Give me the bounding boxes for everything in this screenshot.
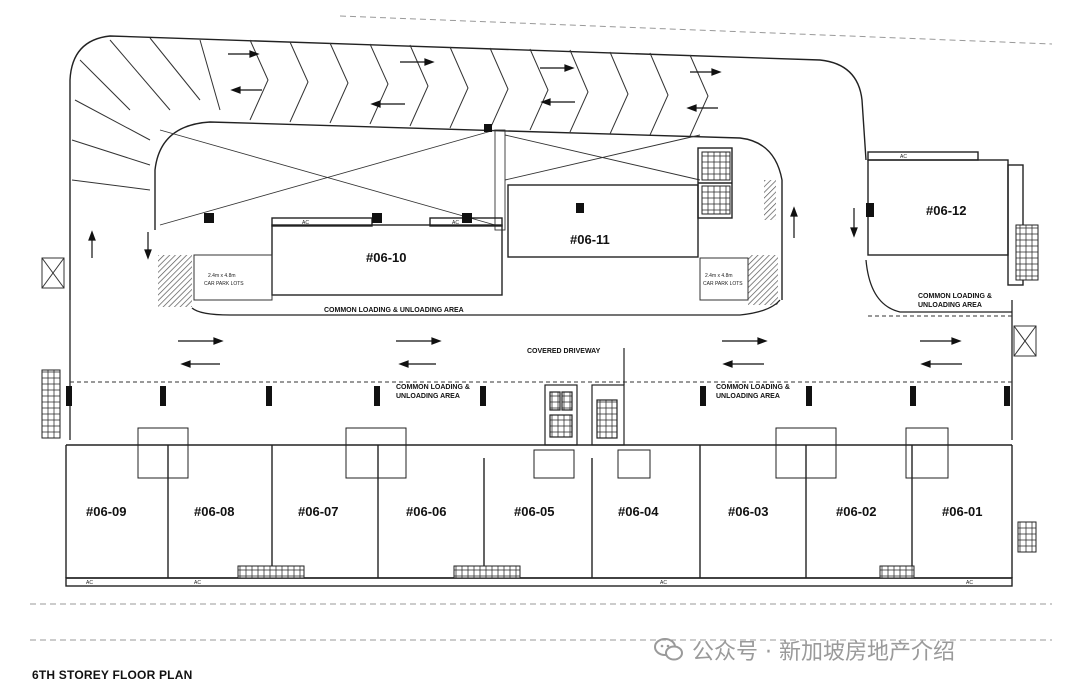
site-boundary (30, 15, 1053, 641)
unit-06-05-label: #06-05 (514, 504, 554, 519)
common-loading-label-right-2: UNLOADING AREA (918, 302, 982, 309)
ac-label: AC (86, 580, 93, 586)
central-core (544, 348, 625, 446)
watermark: 公众号 · 新加坡房地产介绍 (654, 634, 955, 666)
ramp-chevrons (71, 37, 709, 191)
car-park-box-left: 2.4m x 4.8m CAR PARK LOTS (193, 254, 273, 301)
stair-right (1015, 224, 1039, 281)
hatched-corner-right (748, 255, 778, 305)
unit-06-11-outline (507, 147, 733, 258)
toilet-blocks (137, 427, 949, 479)
common-loading-label-left-1: COMMON LOADING & (396, 384, 470, 391)
grid-panels (237, 521, 1037, 579)
ac-label: AC (966, 580, 973, 586)
fan-left (41, 257, 65, 289)
driveway-outline (69, 259, 1013, 440)
fan-right (1013, 325, 1037, 357)
columns (66, 124, 1010, 406)
covered-driveway-label: COVERED DRIVEWAY (527, 348, 601, 355)
common-loading-label-top: COMMON LOADING & UNLOADING AREA (324, 307, 464, 314)
void-area (159, 129, 701, 231)
unit-06-12-label: #06-12 (926, 203, 966, 218)
lower-units-outline (65, 444, 1013, 587)
unit-06-02-label: #06-02 (836, 504, 876, 519)
car-park-size-right: 2.4m x 4.8m (705, 273, 733, 279)
unit-06-04-label: #06-04 (618, 504, 659, 519)
lift-core-upper (701, 151, 731, 215)
common-loading-label-left-2: UNLOADING AREA (396, 393, 460, 400)
unit-06-01-label: #06-01 (942, 504, 982, 519)
unit-06-10-label: #06-10 (366, 250, 406, 265)
unit-06-09-label: #06-09 (86, 504, 126, 519)
common-loading-label-mid-1: COMMON LOADING & (716, 384, 790, 391)
car-park-label-right: CAR PARK LOTS (703, 281, 743, 287)
unit-06-07-label: #06-07 (298, 504, 338, 519)
hatched-corner-left (158, 255, 192, 307)
car-park-label-left: CAR PARK LOTS (204, 281, 244, 287)
ac-label: AC (452, 220, 459, 226)
unit-06-08-label: #06-08 (194, 504, 234, 519)
common-loading-label-mid-2: UNLOADING AREA (716, 393, 780, 400)
unit-06-12-outline (867, 151, 1024, 286)
ramp-outline (69, 35, 867, 300)
common-loading-label-right-1: COMMON LOADING & (918, 293, 992, 300)
ac-label: AC (900, 154, 907, 160)
wechat-icon (654, 638, 683, 661)
traffic-arrows (88, 50, 962, 368)
car-park-size-left: 2.4m x 4.8m (208, 273, 236, 279)
watermark-text: 公众号 · 新加坡房地产介绍 (692, 640, 955, 665)
unit-06-03-label: #06-03 (728, 504, 768, 519)
ac-label: AC (660, 580, 667, 586)
car-park-box-right: 2.4m x 4.8m CAR PARK LOTS (699, 257, 749, 301)
plan-title: 6TH STOREY FLOOR PLAN (32, 668, 193, 682)
unit-06-11-label: #06-11 (570, 232, 610, 247)
stair-left (41, 369, 61, 439)
hatched-wall-right (764, 180, 776, 220)
unit-06-06-label: #06-06 (406, 504, 446, 519)
ac-label: AC (302, 220, 309, 226)
ac-label: AC (194, 580, 201, 586)
